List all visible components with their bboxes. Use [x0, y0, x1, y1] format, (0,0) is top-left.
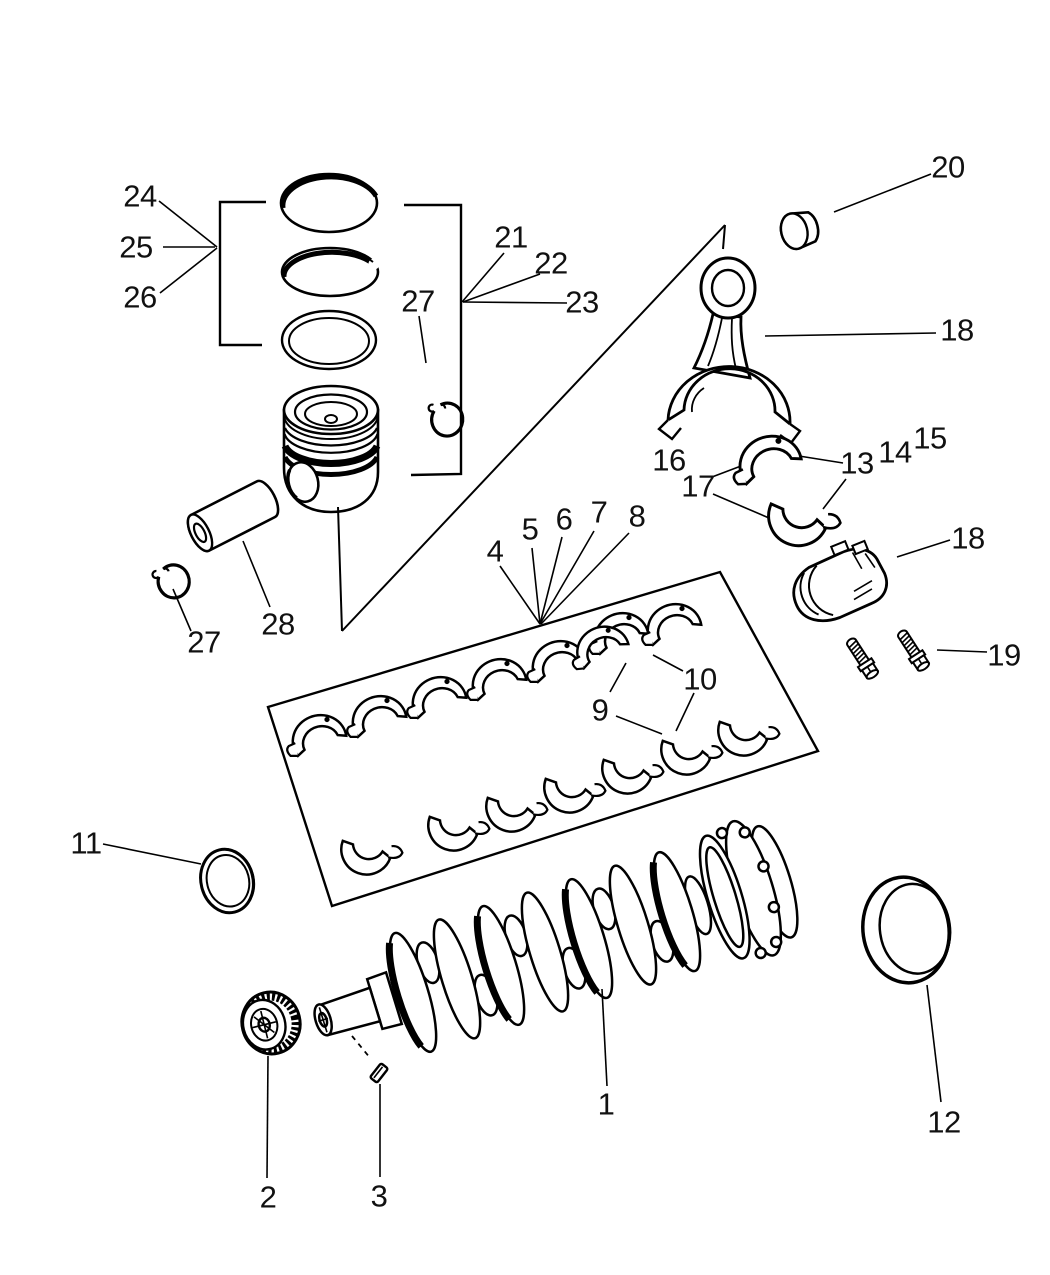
crankshaft-illustration: [313, 819, 799, 1054]
callout-1: 1: [597, 1086, 615, 1122]
callout-4: 4: [486, 533, 504, 569]
leader-12: [926, 984, 942, 1103]
main-bearing-leaders: [499, 530, 695, 735]
key-alignment-dashed-line: [351, 1035, 372, 1060]
oil-ring: [280, 309, 378, 371]
callout-18-rod: 18: [940, 312, 974, 348]
callout-13: 13: [840, 445, 874, 481]
pin-snap-ring-upper: [423, 398, 467, 440]
callout-18-cap: 18: [951, 520, 985, 556]
piston-assembly-bracket-right: [404, 203, 568, 477]
leader-20: [833, 173, 932, 213]
callout-11: 11: [70, 825, 102, 861]
callout-8: 8: [628, 498, 646, 534]
callout-14: 14: [878, 434, 912, 470]
callout-19: 19: [987, 637, 1021, 673]
pin-bushing: [779, 210, 820, 251]
rod-bearing-lower: [764, 491, 845, 552]
callout-9: 9: [591, 692, 609, 728]
leader-28: [242, 540, 271, 608]
main-bearing-upper-row: [278, 596, 705, 760]
callout-21: 21: [494, 219, 528, 255]
piston-ring-set: [279, 172, 380, 371]
callout-10: 10: [683, 661, 717, 697]
callout-15: 15: [913, 420, 947, 456]
piston-pin: [186, 479, 280, 553]
callout-27-upper: 27: [401, 283, 435, 319]
callout-7: 7: [590, 494, 608, 530]
rod-bearing-leaders: [711, 455, 847, 519]
rod-cap: [792, 539, 889, 623]
rod-big-end: [666, 365, 792, 427]
callout-23: 23: [565, 284, 599, 320]
ring-set-bracket-left: [158, 200, 266, 347]
callout-6: 6: [555, 501, 573, 537]
leader-18-rod: [764, 332, 937, 337]
rod-bolt-right: [893, 626, 933, 675]
callout-22: 22: [534, 245, 568, 281]
callout-3: 3: [370, 1178, 388, 1214]
rod-bolt-left: [842, 634, 882, 683]
callout-5: 5: [521, 511, 539, 547]
leader-27-upper: [418, 315, 427, 364]
callout-12: 12: [927, 1104, 961, 1140]
leader-19: [936, 649, 988, 653]
connecting-rod: [657, 256, 802, 445]
rear-wear-ring: [861, 875, 952, 985]
assembly-pointer-lines: [337, 224, 726, 632]
leader-11: [102, 843, 202, 865]
woodruff-key: [369, 1062, 389, 1084]
leader-2: [266, 1055, 269, 1179]
leader-1: [601, 988, 608, 1087]
ring-groove-band: [281, 444, 381, 467]
callout-26: 26: [123, 279, 157, 315]
callout-17: 17: [681, 468, 715, 504]
pin-snap-ring-lower: [149, 561, 193, 603]
callout-28: 28: [261, 606, 295, 642]
callout-25: 25: [119, 229, 153, 265]
second-compression-ring: [280, 246, 380, 298]
callout-16: 16: [652, 442, 686, 478]
callout-24: 24: [123, 178, 157, 214]
piston-bowl: [293, 393, 369, 431]
callout-27-lower: 27: [187, 624, 221, 660]
piston: [281, 384, 381, 514]
callout-20: 20: [931, 149, 965, 185]
top-compression-ring: [280, 174, 379, 209]
main-bearing-box: [266, 570, 820, 908]
leader-27-lower: [172, 588, 192, 632]
front-wear-ring: [199, 847, 256, 915]
crankshaft-gear: [240, 990, 302, 1056]
leader-18-cap: [896, 539, 951, 558]
callout-2: 2: [259, 1179, 277, 1215]
